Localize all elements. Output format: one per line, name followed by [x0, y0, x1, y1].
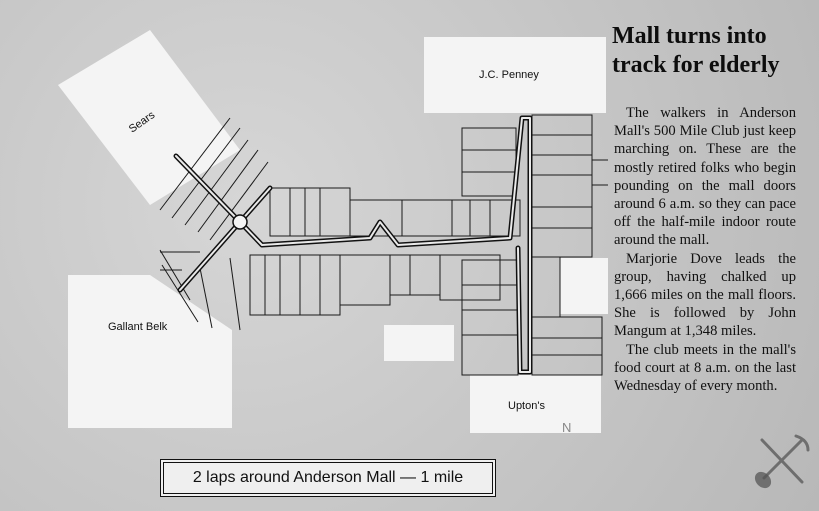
paragraph: Marjorie Dove leads the group, having ch…: [614, 250, 796, 340]
compass-letter: N: [562, 420, 571, 435]
crossed-pick-shovel-icon: [754, 434, 810, 489]
jcpenney-block: [424, 37, 606, 113]
sears-block: [58, 30, 240, 205]
uptons-block: [470, 375, 601, 433]
gallant-belk-block: [68, 275, 232, 428]
map-caption: 2 laps around Anderson Mall — 1 mile: [163, 462, 493, 494]
uptons-label: Upton's: [508, 400, 545, 412]
lower-left-pad: [384, 325, 454, 361]
article-body: The walkers in Anderson Mall's 500 Mile …: [614, 104, 796, 395]
map-caption-box: 2 laps around Anderson Mall — 1 mile: [160, 459, 496, 497]
walking-route: [173, 115, 533, 375]
right-small-pad: [560, 258, 608, 314]
paragraph: The club meets in the mall's food court …: [614, 341, 796, 395]
jcpenney-label: J.C. Penney: [479, 69, 539, 81]
paragraph: The walkers in Anderson Mall's 500 Mile …: [614, 105, 796, 249]
headline: Mall turns into track for elderly: [612, 23, 780, 78]
gallant-belk-label: Gallant Belk: [108, 321, 168, 333]
